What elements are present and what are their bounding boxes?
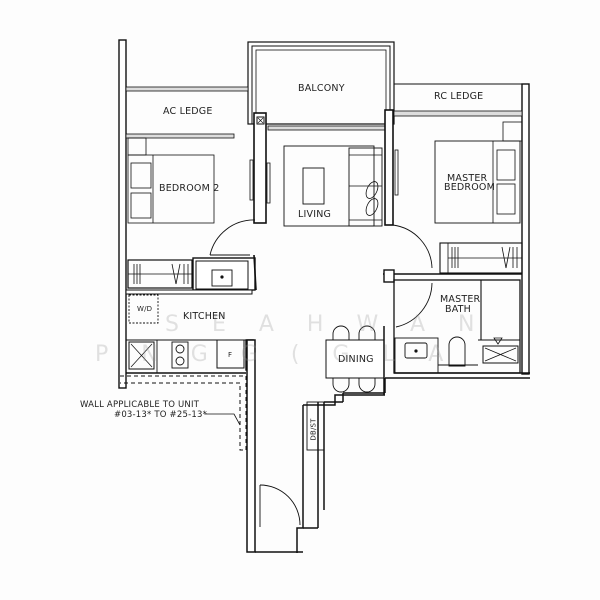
watermark-line-1: SEAHWAN [165,312,508,337]
fixture-label-db-st: DB/ST [309,418,318,441]
kitchen-cooker-hood [128,341,155,370]
rc-ledge-rail [393,110,523,117]
left-exterior-wall [118,39,127,389]
annotation-line-1: WALL APPLICABLE TO UNIT [80,400,200,410]
room-label-master-bath-1: MASTER [440,294,481,305]
kitchen-sink [211,269,233,287]
shower-drain [482,345,519,364]
sofa [348,147,383,227]
master-bedroom-door-swing [392,224,433,269]
bedroom2-door-swing [209,219,256,256]
fridge [216,339,245,369]
master-bath-outline [393,279,521,374]
annotation-line-2: #03-13* TO #25-13* [114,410,208,420]
bath-basin [404,342,428,359]
master-bath-door-swing [395,282,433,328]
room-label-master-bath-2: BATH [445,304,472,315]
hob [171,341,189,369]
fixture-label-fridge: F [228,351,233,359]
room-label-living: LIVING [298,209,332,220]
room-label-balcony: BALCONY [298,83,345,94]
bedroom2-bed [127,154,215,224]
duct-marker [256,116,265,125]
optional-wall-dashed [120,375,247,451]
room-label-kitchen: KITCHEN [183,311,226,322]
room-label-master-bedroom-1: MASTER [447,173,488,184]
ac-ledge-rail-top [125,86,249,92]
fixture-label-wd: W/D [137,305,153,313]
room-label-master-bedroom-2: BEDROOM [444,182,495,193]
bath-vanity [394,337,439,374]
annotation-leader [205,413,241,426]
dining-table [325,339,385,379]
entrance-door-swing [259,484,301,526]
ac-ledge-rail-bottom [125,133,235,139]
watermark-line-2: PNGG(GLA [95,342,477,367]
room-label-dining: DINING [338,354,374,365]
room-label-ac-ledge: AC LEDGE [163,106,213,117]
master-bed [434,140,521,224]
toilet [448,336,466,367]
right-exterior-wall [521,83,530,375]
room-label-bedroom-2: BEDROOM 2 [159,183,220,194]
washer-dryer [128,294,159,324]
coffee-table [302,167,325,205]
room-label-rc-ledge: RC LEDGE [434,91,484,102]
shower-head [493,337,503,345]
balcony-rail [267,125,387,131]
entrance-wall-right [296,394,385,553]
